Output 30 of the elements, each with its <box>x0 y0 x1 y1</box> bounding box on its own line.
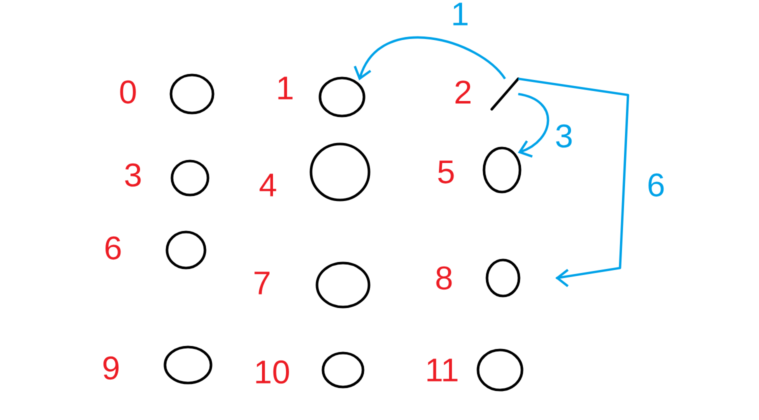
node-number: 3 <box>125 163 141 187</box>
node-number: 1 <box>278 76 293 100</box>
circle-shape <box>318 76 366 118</box>
circle-shape <box>166 230 206 270</box>
node-number: 2 <box>456 80 470 104</box>
circle-shape <box>316 262 370 308</box>
edge-label: 1 <box>453 2 468 26</box>
node-number: 8 <box>436 266 452 290</box>
arrow <box>518 92 550 158</box>
node-number: 10 <box>256 360 289 384</box>
circle-shape <box>476 348 524 392</box>
slash-mark <box>490 77 520 111</box>
circle-shape <box>170 74 214 114</box>
node-number: 11 <box>427 358 458 382</box>
circle-shape <box>482 146 522 194</box>
circle-shape <box>310 142 370 202</box>
node-number: 5 <box>438 160 454 184</box>
node-number: 6 <box>106 236 121 260</box>
arrow <box>518 78 630 288</box>
node-number: 9 <box>103 356 119 380</box>
circle-shape <box>486 258 520 298</box>
node-number: 7 <box>254 272 270 294</box>
node-number: 0 <box>120 80 136 104</box>
edge-label: 6 <box>648 173 664 197</box>
arrow <box>354 36 506 80</box>
circle-shape <box>164 346 212 384</box>
circle-shape <box>170 160 210 196</box>
edge-label: 3 <box>556 124 572 148</box>
node-number: 4 <box>260 174 276 196</box>
circle-shape <box>322 352 364 388</box>
